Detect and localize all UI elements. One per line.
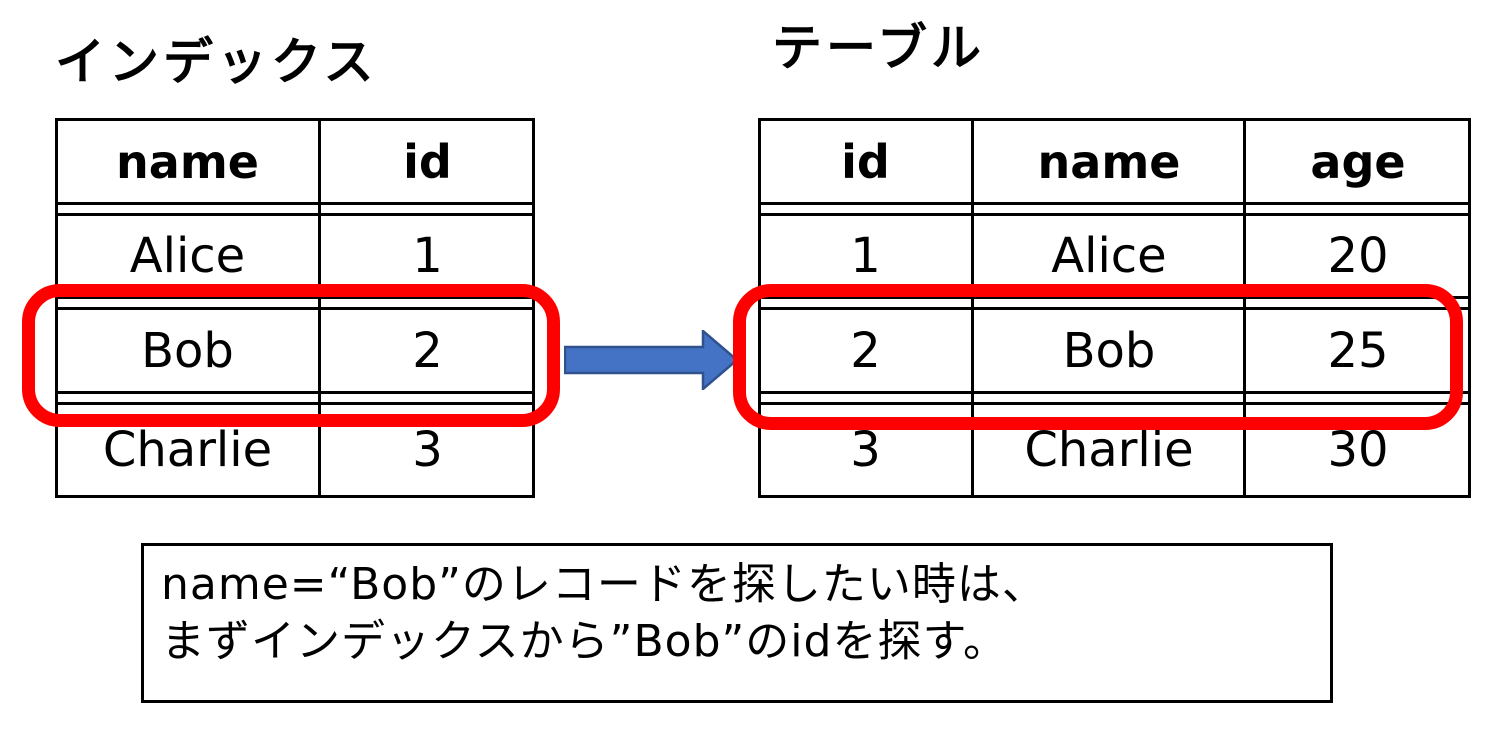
main-row-alice-age: 20 (1327, 228, 1389, 284)
index-row-charlie-name: Charlie (102, 422, 273, 478)
index-table-header-name: name (116, 134, 259, 189)
index-bob-row-highlight (22, 284, 560, 427)
main-table-header-age: age (1310, 134, 1406, 189)
main-row-alice-name: Alice (1051, 228, 1167, 284)
main-row-alice-id: 1 (850, 228, 881, 284)
main-row-bob-age: 25 (1327, 322, 1389, 379)
main-row-bob-id: 2 (850, 322, 881, 379)
table-column-divider (318, 118, 321, 498)
caption-line-2: まずインデックスから”Bob”のidを探す。 (161, 616, 1009, 667)
table-column-divider (1243, 118, 1246, 498)
main-bob-row-highlight (733, 284, 1463, 430)
main-row-charlie-name: Charlie (1024, 422, 1194, 478)
index-row-alice-name: Alice (129, 228, 246, 284)
caption-line-1: name=“Bob”のレコードを探したい時は、 (161, 559, 1047, 610)
main-table-header-id: id (841, 134, 890, 189)
index-table-title: インデックス (55, 33, 378, 91)
main-table-title: テーブル (772, 19, 985, 77)
index-row-alice-id: 1 (412, 228, 443, 284)
main-table-header-name: name (1037, 134, 1181, 189)
caption-box: name=“Bob”のレコードを探したい時は、 まずインデックスから”Bob”の… (141, 543, 1333, 703)
index-row-charlie-id: 3 (412, 422, 443, 478)
main-row-charlie-id: 3 (850, 422, 881, 478)
table-column-divider (971, 118, 974, 498)
index-row-bob-id: 2 (412, 322, 443, 379)
index-table-header-row: name id (55, 118, 535, 205)
table-row: 2 Bob 25 (758, 307, 1471, 394)
main-row-charlie-age: 30 (1327, 422, 1389, 478)
lookup-arrow-icon (564, 330, 739, 390)
table-border-line (1468, 118, 1471, 498)
main-row-bob-name: Bob (1062, 322, 1156, 379)
index-row-bob-name: Bob (141, 322, 234, 379)
main-table-header-row: id name age (758, 118, 1471, 205)
table-row: Bob 2 (55, 307, 535, 394)
index-table-header-id: id (403, 134, 452, 189)
